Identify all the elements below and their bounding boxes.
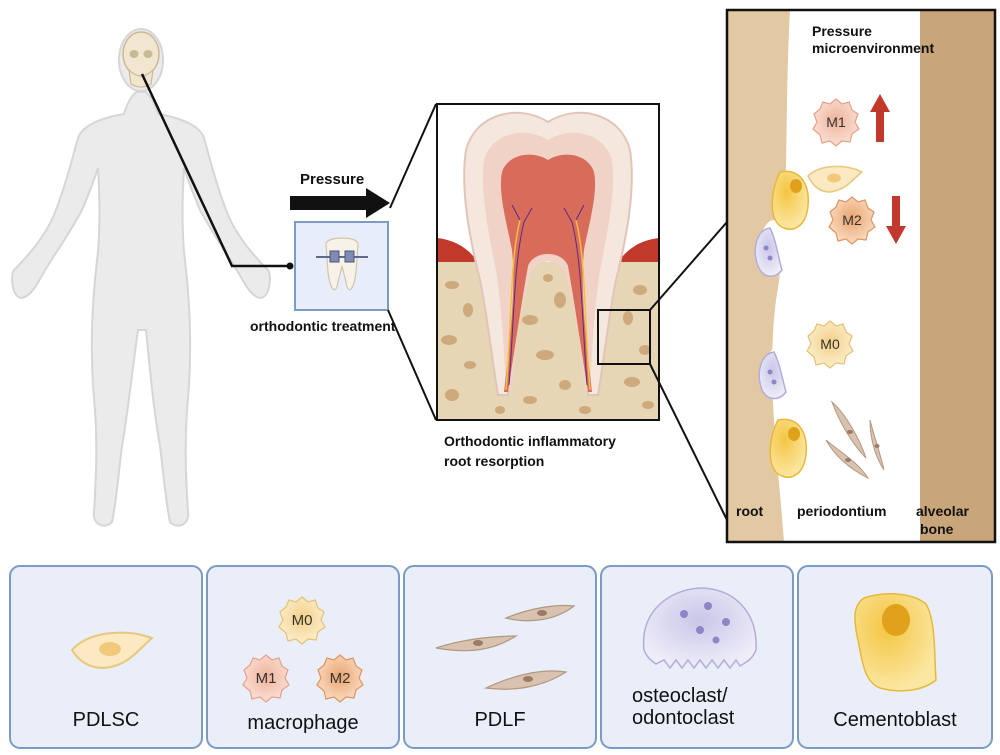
zoom-line-top xyxy=(389,103,437,209)
oirr-label-line2: root resorption xyxy=(444,453,544,469)
legend-osteoclast: osteoclast/ odontoclast xyxy=(600,565,794,749)
micro-pdlf-cells xyxy=(825,400,885,480)
legend-cementoblast-label: Cementoblast xyxy=(833,709,957,731)
pointer-dot xyxy=(286,262,294,270)
root-label: root xyxy=(736,503,764,519)
m2-decrease-arrow xyxy=(886,196,906,244)
tooth-frame xyxy=(436,103,660,421)
micro-pdlsc xyxy=(807,165,864,193)
legend-pdlf: PDLF xyxy=(403,565,597,749)
svg-text:M1: M1 xyxy=(826,114,846,130)
alveolar-label-line2: bone xyxy=(920,521,954,537)
microenvironment-frame xyxy=(725,8,997,544)
legend-macrophage-label: macrophage xyxy=(247,712,358,734)
braced-tooth-icon xyxy=(316,237,368,291)
zoom-region-box xyxy=(597,309,651,365)
oirr-label-line1: Orthodontic inflammatory xyxy=(444,433,616,449)
legend-macrophage: M0 M1 M2 macrophage xyxy=(206,565,400,749)
m1-increase-arrow xyxy=(870,94,890,142)
zoom-line-micro-bottom xyxy=(649,363,728,521)
legend-pdlsc: PDLSC xyxy=(9,565,203,749)
microenv-label-line2: microenvironment xyxy=(812,40,934,56)
micro-osteoclast-2 xyxy=(758,351,787,400)
pointer-line-mouth xyxy=(140,73,290,268)
legend-pdlf-label: PDLF xyxy=(474,709,525,731)
human-body-figure xyxy=(11,28,271,527)
micro-m2-cell: M2 xyxy=(828,196,876,245)
micro-cementoblast-2 xyxy=(769,418,807,478)
micro-osteoclast-1 xyxy=(754,227,783,277)
micro-m1-cell: M1 xyxy=(812,98,860,147)
legend-osteoclast-label-line2: odontoclast xyxy=(632,707,735,729)
svg-text:M0: M0 xyxy=(820,336,840,352)
svg-text:M1: M1 xyxy=(256,670,277,687)
root-region xyxy=(727,10,790,542)
svg-text:M2: M2 xyxy=(842,212,862,228)
microenv-label-line1: Pressure xyxy=(812,23,872,39)
orthodontic-treatment-label: orthodontic treatment xyxy=(250,318,396,334)
pressure-arrow xyxy=(290,188,390,218)
legend-m0-cell: M0 xyxy=(278,596,326,645)
svg-text:M2: M2 xyxy=(330,670,351,687)
legend-m2-cell: M2 xyxy=(316,654,364,703)
micro-cementoblast-1 xyxy=(771,170,809,230)
zoom-line-micro-top xyxy=(649,221,728,311)
svg-text:M0: M0 xyxy=(292,612,313,629)
tooth-cross-section xyxy=(437,104,659,420)
alveolar-bone-region xyxy=(920,10,995,542)
zoom-line-bottom xyxy=(387,309,437,421)
microenvironment-panel: M1 M2 M0 Pressure microenvironment root … xyxy=(727,10,995,542)
pressure-label: Pressure xyxy=(300,171,364,188)
periodontium-label: periodontium xyxy=(797,503,886,519)
alveolar-label-line1: alveolar xyxy=(916,503,969,519)
legend-pdlsc-label: PDLSC xyxy=(73,709,140,731)
cementoblast-cell-icon xyxy=(854,593,937,692)
legend-m1-cell: M1 xyxy=(242,654,290,703)
micro-m0-cell: M0 xyxy=(806,320,854,369)
legend-cementoblast: Cementoblast xyxy=(797,565,993,749)
legend-osteoclast-label-line1: osteoclast/ xyxy=(632,685,728,707)
pdlf-cell-icon xyxy=(435,604,576,690)
